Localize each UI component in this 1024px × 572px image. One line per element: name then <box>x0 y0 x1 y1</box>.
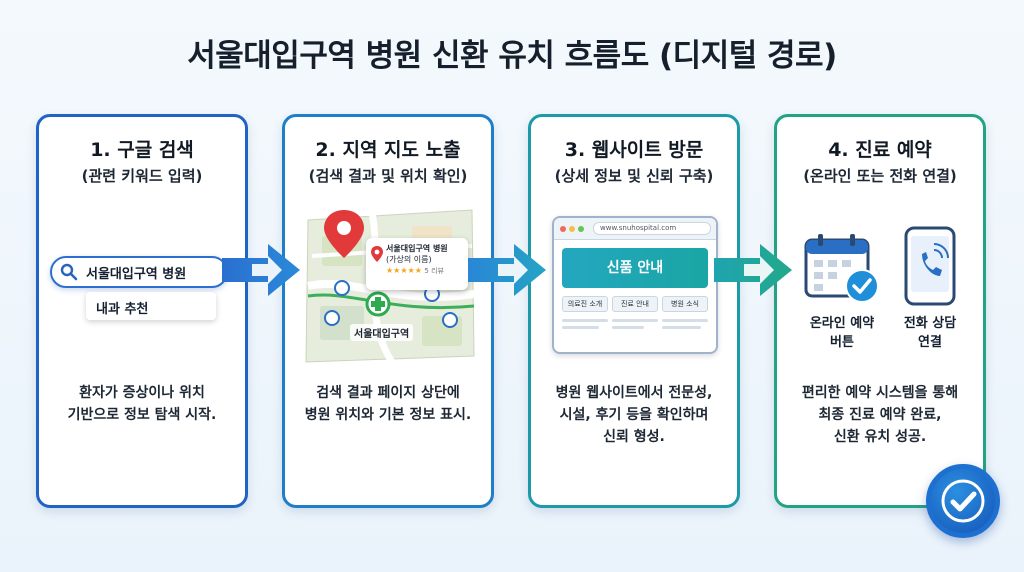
label-line: 버튼 <box>830 335 854 350</box>
label-line: 전화 상담 <box>903 316 957 331</box>
desc-line: 신환 유치 성공. <box>833 429 927 445</box>
desc-line: 기반으로 정보 탐색 시작. <box>67 407 217 423</box>
nav-item-doctors[interactable]: 의료진 소개 <box>562 296 608 312</box>
website-hero-banner[interactable]: 신품 안내 <box>562 248 708 288</box>
online-booking-label: 온라인 예약 버튼 <box>800 314 884 352</box>
step-description: 검색 결과 페이지 상단에 병원 위치와 기본 정보 표시. <box>290 382 486 426</box>
step-subtitle: (관련 키워드 입력) <box>81 167 203 185</box>
desc-line: 병원 위치와 기본 정보 표시. <box>304 407 472 423</box>
window-dot-icon <box>569 225 575 232</box>
popup-name: 서울대입구역 병원 <box>386 244 448 253</box>
page-title: 서울대입구역 병원 신환 유치 흐름도 (디지털 경로) <box>187 38 837 74</box>
flow-arrow-icon <box>468 244 546 296</box>
phone-consult-label: 전화 상담 연결 <box>888 314 972 352</box>
flow-arrow-icon <box>222 244 300 296</box>
review-count: 5 리뷰 <box>424 267 444 275</box>
desc-line: 환자가 증상이나 위치 <box>79 385 205 401</box>
desc-line: 시설, 후기 등을 확인하며 <box>559 407 709 423</box>
step-subtitle: (상세 정보 및 신뢰 구축) <box>554 167 714 185</box>
step-subtitle: (검색 결과 및 위치 확인) <box>308 167 468 185</box>
step-card-booking: 4. 진료 예약 (온라인 또는 전화 연결) <box>774 114 986 508</box>
url-bar[interactable]: www.snuhospital.com <box>593 222 711 235</box>
search-suggestion[interactable]: 내과 추천 <box>86 292 216 320</box>
browser-toolbar: www.snuhospital.com <box>554 218 716 240</box>
search-bar[interactable]: 서울대입구역 병원 <box>50 256 228 288</box>
website-nav: 의료진 소개 진료 안내 병원 소식 <box>562 296 708 312</box>
desc-line: 편리한 예약 시스템을 통해 <box>801 385 959 401</box>
step-description: 병원 웹사이트에서 전문성, 시설, 후기 등을 확인하며 신뢰 형성. <box>536 382 732 448</box>
browser-window: www.snuhospital.com 신품 안내 의료진 소개 진료 안내 병… <box>552 216 718 354</box>
label-line: 연결 <box>918 335 942 350</box>
map-station-label: 서울대입구역 <box>350 324 414 341</box>
label-line: 온라인 예약 <box>809 316 875 331</box>
phone-icon[interactable] <box>904 226 956 306</box>
checkmark-icon <box>941 479 985 523</box>
step-title: 3. 웹사이트 방문 <box>564 139 704 161</box>
location-pin-icon <box>371 246 383 262</box>
desc-line: 병원 웹사이트에서 전문성, <box>555 385 713 401</box>
step-description: 환자가 증상이나 위치 기반으로 정보 탐색 시작. <box>44 382 240 426</box>
calendar-icon[interactable] <box>804 232 882 304</box>
popup-note: (가상의 이름) <box>386 255 432 264</box>
desc-line: 최종 진료 예약 완료, <box>818 407 942 423</box>
step-subtitle: (온라인 또는 전화 연결) <box>803 167 957 185</box>
flow-arrow-icon <box>714 244 792 296</box>
hospital-marker <box>442 312 458 328</box>
desc-line: 신뢰 형성. <box>603 429 665 445</box>
hospital-marker <box>334 280 350 296</box>
hospital-marker <box>324 310 340 326</box>
nav-item-guide[interactable]: 진료 안내 <box>612 296 658 312</box>
desc-line: 검색 결과 페이지 상단에 <box>316 385 460 401</box>
search-query: 서울대입구역 병원 <box>86 266 187 282</box>
rating-stars: ★★★★★ <box>386 266 422 275</box>
success-check-badge <box>926 464 1000 538</box>
step-title: 2. 지역 지도 노출 <box>315 139 461 161</box>
step-title: 1. 구글 검색 <box>90 139 194 161</box>
window-dot-icon <box>560 225 566 232</box>
window-dot-icon <box>578 225 584 232</box>
content-placeholder <box>562 319 708 333</box>
search-icon <box>60 263 78 281</box>
map-info-popup[interactable]: 서울대입구역 병원 (가상의 이름) ★★★★★ 5 리뷰 <box>366 238 468 290</box>
nav-item-news[interactable]: 병원 소식 <box>662 296 708 312</box>
step-description: 편리한 예약 시스템을 통해 최종 진료 예약 완료, 신환 유치 성공. <box>782 382 978 448</box>
step-title: 4. 진료 예약 <box>828 139 932 161</box>
